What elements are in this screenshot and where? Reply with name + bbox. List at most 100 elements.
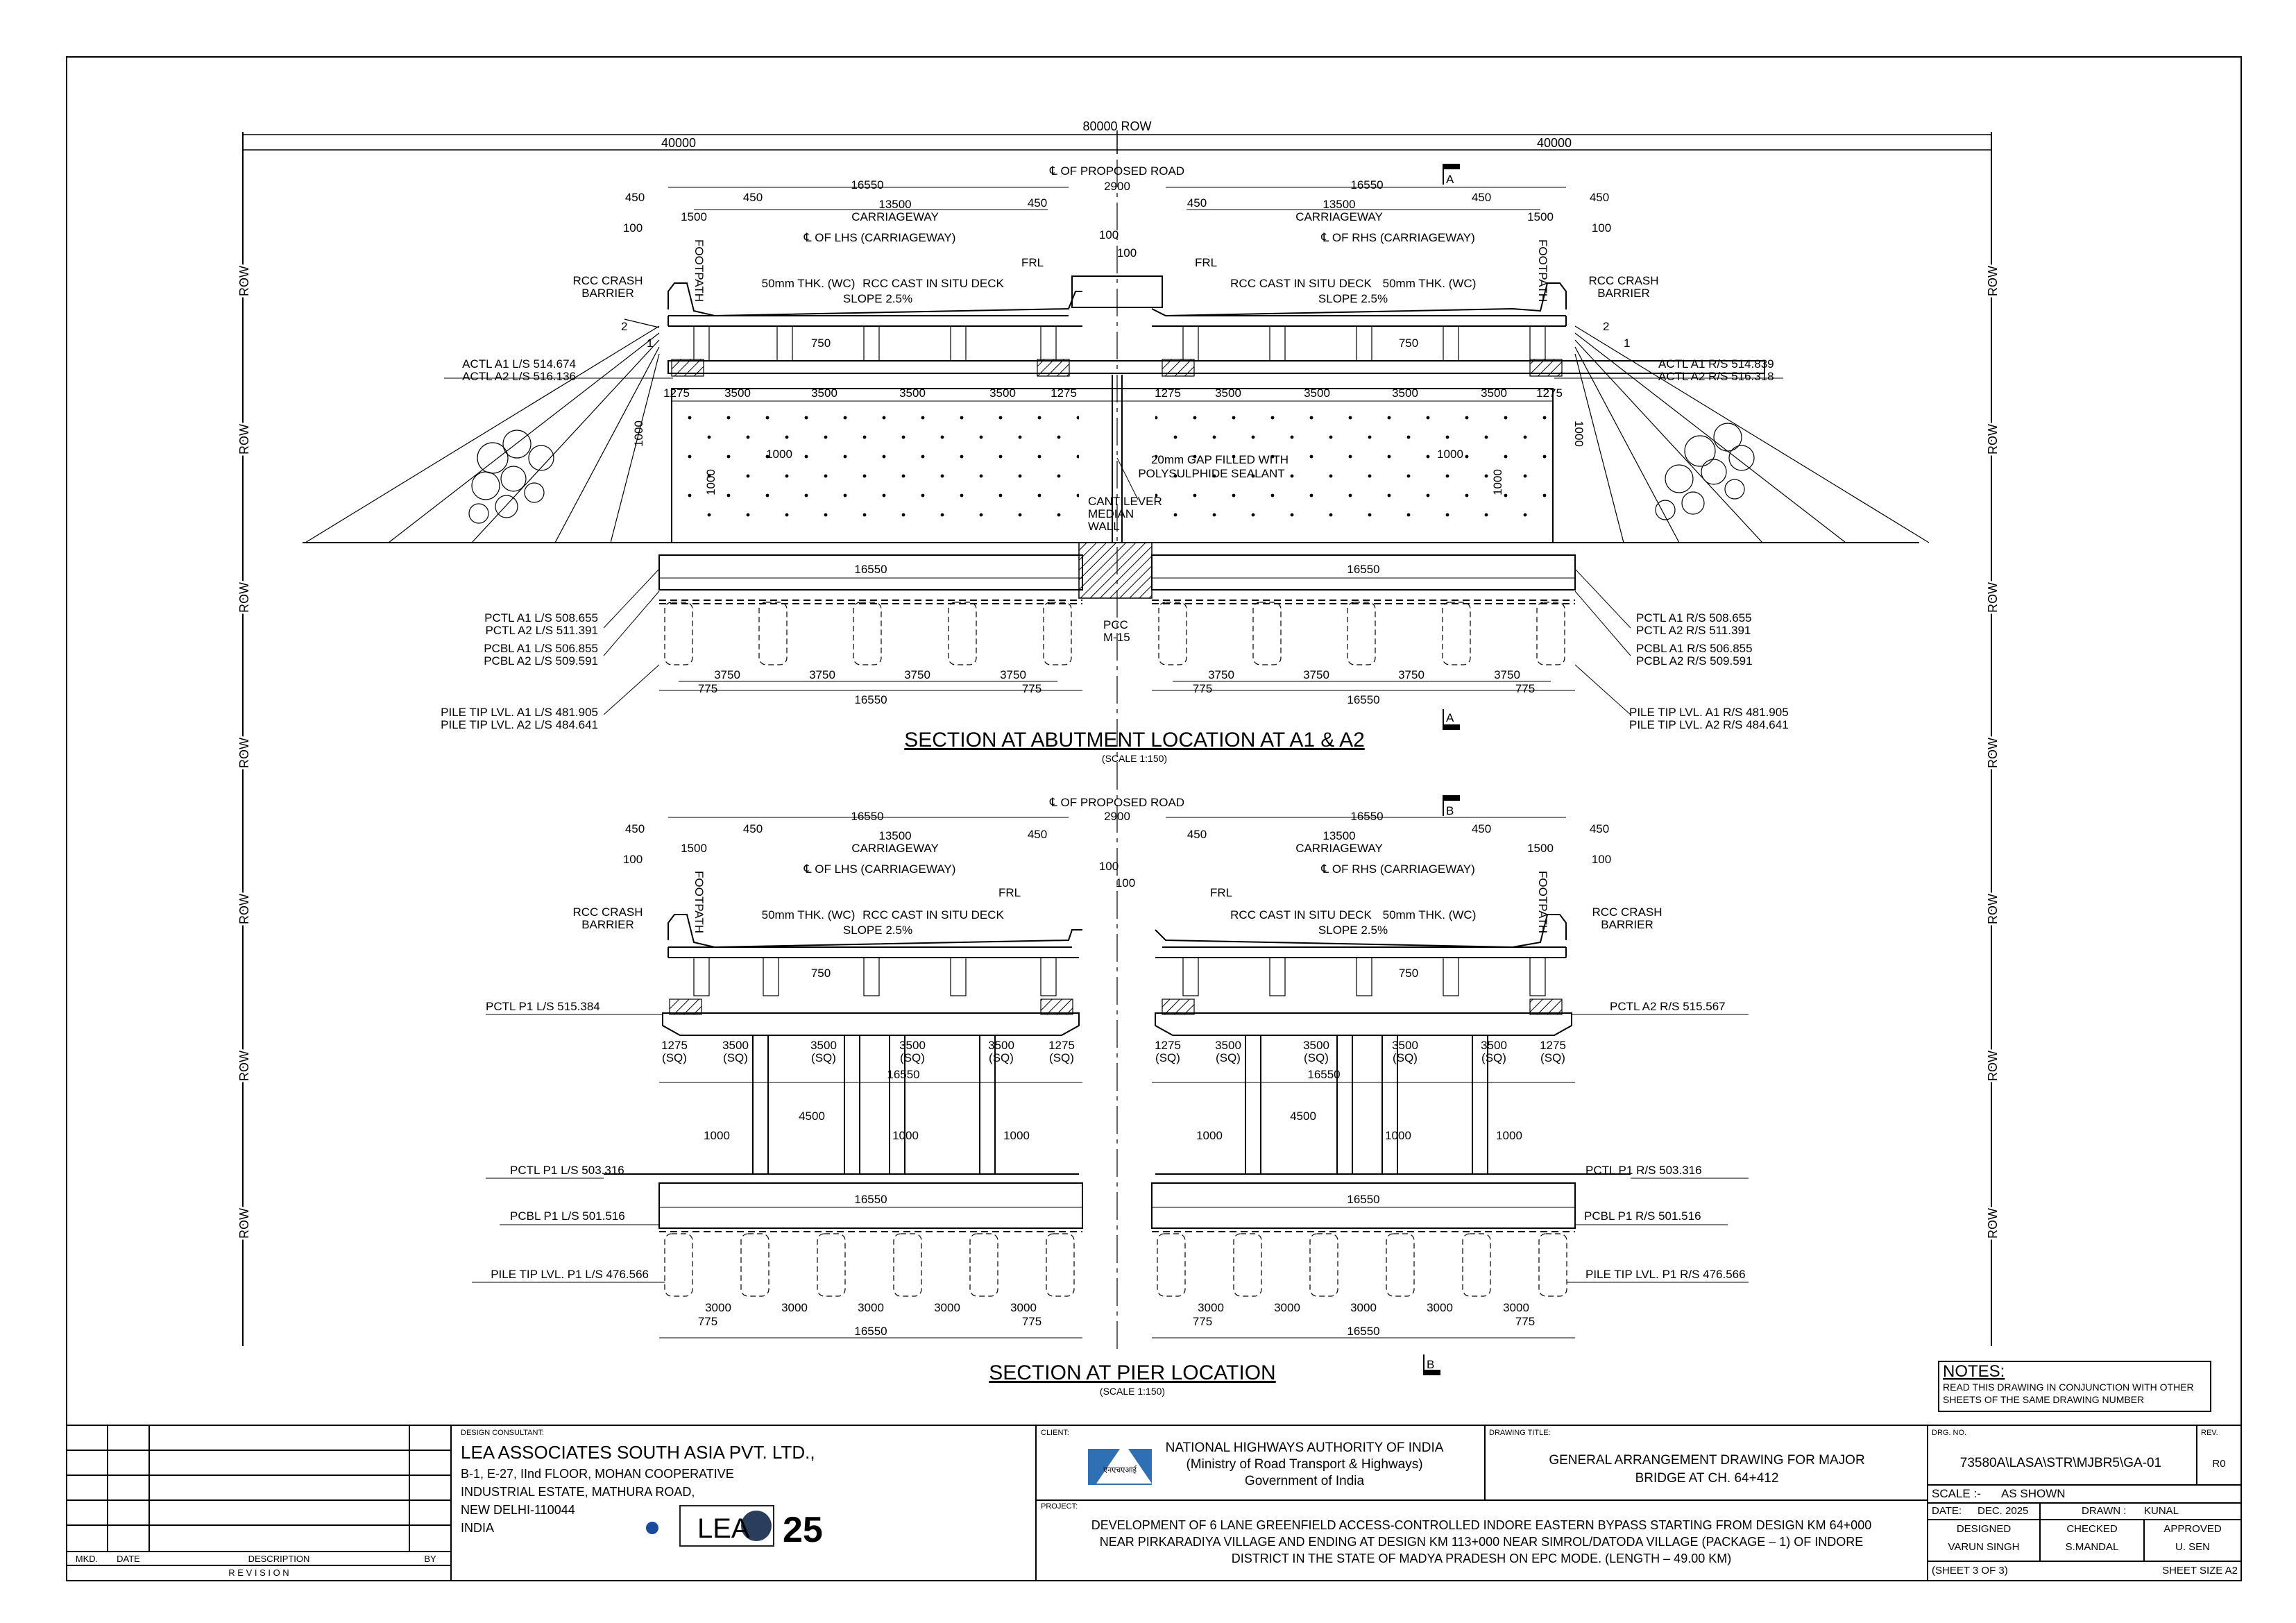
p-lhs-450c: 450 [1028, 828, 1047, 841]
notes-line-2: SHEETS OF THE SAME DRAWING NUMBER [1943, 1394, 2144, 1405]
p-sq-3500-7: 3500 [1392, 1039, 1418, 1052]
centerline-label-a: ℄ OF PROPOSED ROAD [1049, 164, 1184, 178]
a-1275-1: 1275 [663, 386, 690, 400]
section-a-mark [1443, 164, 1460, 169]
gap-label-1: 20mm GAP FILLED WITH [1151, 453, 1289, 466]
pile-a2-rs: PILE TIP LVL. A2 R/S 484.641 [1629, 718, 1789, 731]
a-1000-v-right: 1000 [1491, 469, 1504, 495]
pctl-a1-ls: PCTL A1 L/S 508.655 [484, 611, 598, 624]
pcc-1: PCC [1103, 618, 1128, 631]
rhs-deck: RCC CAST IN SITU DECK [1230, 277, 1372, 290]
rev-date: DATE [117, 1554, 140, 1564]
pier-scale: (SCALE 1:150) [1100, 1386, 1165, 1397]
p-3000-5: 3000 [1010, 1301, 1037, 1314]
rev-by: BY [424, 1554, 436, 1564]
a-1000-right: 1000 [1572, 420, 1585, 447]
median-dim-a: 2900 [1104, 180, 1130, 193]
pctl-a2-ls: PCTL A2 L/S 511.391 [485, 624, 598, 637]
p-cap-16550-left: 16550 [887, 1068, 919, 1081]
p-775-4: 775 [1515, 1315, 1535, 1328]
a-775-3: 775 [1193, 682, 1212, 695]
p-rhs-450c: 450 [1590, 822, 1609, 835]
drawing-title-caption: DRAWING TITLE: [1489, 1429, 1551, 1437]
row-label: ROW [1986, 1051, 2000, 1081]
row-label: ROW [1986, 582, 2000, 613]
pcbl-a2-ls: PCBL A2 L/S 509.591 [484, 654, 598, 668]
drg-no-value: 73580A\LASA\STR\MJBR5\GA-01 [1960, 1456, 2161, 1470]
p-rhs-frl: FRL [1210, 886, 1232, 899]
median-100b-dim: 100 [1117, 246, 1137, 260]
client-caption: CLIENT: [1041, 1429, 1069, 1437]
a-cap-16550-right: 16550 [1347, 563, 1379, 576]
p-cap-16550-right: 16550 [1307, 1068, 1340, 1081]
client-block: CLIENT: एनएचएआई NATIONAL HIGHWAYS AUTHOR… [1041, 1429, 1444, 1488]
title-block [66, 1425, 2242, 1581]
row-label: ROW [1986, 424, 2000, 454]
designed-value: VARUN SINGH [1948, 1541, 2019, 1553]
actl-a2-ls: ACTL A2 L/S 516.136 [462, 370, 576, 383]
p-rhs-fp: 1500 [1527, 842, 1554, 855]
p-sq-6: (SQ) [1049, 1051, 1074, 1064]
pile-tip-p1-ls: PILE TIP LVL. P1 L/S 476.566 [491, 1268, 649, 1281]
row-label: ROW [237, 266, 251, 296]
rhs-450-dim: 450 [1187, 196, 1207, 210]
a-1000-inner-left: 1000 [766, 448, 792, 461]
a-1000-v-left: 1000 [704, 469, 717, 495]
a-3500-6: 3500 [1304, 386, 1330, 400]
p-lhs-slope: SLOPE 2.5% [843, 924, 912, 937]
row-label: ROW [237, 738, 251, 768]
abutment-reinf-right [1155, 413, 1547, 531]
p-775-2: 775 [1022, 1315, 1041, 1328]
a-3500-8: 3500 [1481, 386, 1507, 400]
p-rhs-barrier-2: BARRIER [1601, 918, 1653, 931]
p-median-100a: 100 [1099, 860, 1119, 873]
pcbl-a1-ls: PCBL A1 L/S 506.855 [484, 642, 598, 655]
a-3750-5: 3750 [1208, 668, 1234, 681]
p-1000-3: 1000 [1003, 1129, 1030, 1142]
section-b-letter-bottom: B [1427, 1358, 1434, 1371]
consultant-block: DESIGN CONSULTANT: LEA ASSOCIATES SOUTH … [461, 1429, 823, 1550]
a-1275-2: 1275 [1051, 386, 1077, 400]
lhs-cl-label: ℄ OF LHS (CARRIAGEWAY) [803, 231, 956, 244]
p-sq-5: (SQ) [989, 1051, 1014, 1064]
a-1275-4: 1275 [1536, 386, 1563, 400]
project-line-3: DISTRICT IN THE STATE OF MADYA PRADESH O… [1232, 1552, 1731, 1565]
p-1000-5: 1000 [1385, 1129, 1411, 1142]
bearings-abutment [671, 359, 1563, 377]
pcbl-p1-rs: PCBL P1 R/S 501.516 [1584, 1209, 1701, 1223]
pctl-a2-rs-top: PCTL A2 R/S 515.567 [1610, 1000, 1726, 1013]
p-lhs-barrier-1: RCC CRASH [572, 906, 643, 919]
approved-value: U. SEN [2175, 1541, 2210, 1553]
p-sq-1275-2: 1275 [1048, 1039, 1075, 1052]
p-sq-1275-4: 1275 [1540, 1039, 1566, 1052]
p-rhs-barrier-1: RCC CRASH [1592, 906, 1662, 919]
date-label: DATE: [1932, 1505, 1962, 1517]
pcc-hatch [1078, 542, 1153, 599]
p-sq-8: (SQ) [1216, 1051, 1241, 1064]
anniversary-logo-text: 25 [783, 1510, 823, 1550]
rhs-slope-v: 1 [1624, 337, 1630, 350]
p-lhs-fp-label: FOOTPATH [692, 871, 706, 933]
p-1000-4: 1000 [1196, 1129, 1223, 1142]
p-lhs-450b: 450 [743, 822, 763, 835]
p-3000-10: 3000 [1503, 1301, 1529, 1314]
row-half-left-dim: 40000 [661, 136, 696, 150]
p-4500-right: 4500 [1290, 1110, 1316, 1123]
project-line-1: DEVELOPMENT OF 6 LANE GREENFIELD ACCESS-… [1091, 1518, 1871, 1532]
p-3000-9: 3000 [1427, 1301, 1453, 1314]
rock-fill-left [468, 430, 554, 524]
pcbl-p1-ls: PCBL P1 L/S 501.516 [510, 1209, 625, 1223]
actl-a1-rs: ACTL A1 R/S 514.839 [1658, 357, 1774, 371]
lhs-450-dim: 450 [625, 191, 645, 204]
row-half-right-dim: 40000 [1537, 136, 1572, 150]
designed-label: DESIGNED [1957, 1523, 2012, 1535]
lhs-footpath-label: FOOTPATH [692, 239, 706, 302]
row-dimension [243, 130, 1991, 154]
rhs-overall-dim: 16550 [1350, 178, 1383, 192]
girders-pier [693, 957, 1546, 996]
rhs-450b-dim: 450 [1472, 191, 1491, 204]
rev-label: R E V I S I O N [228, 1567, 289, 1578]
rhs-450c-dim: 450 [1590, 191, 1609, 204]
p-sq-3500-8: 3500 [1481, 1039, 1507, 1052]
dim-lines-pier [472, 817, 1749, 1339]
